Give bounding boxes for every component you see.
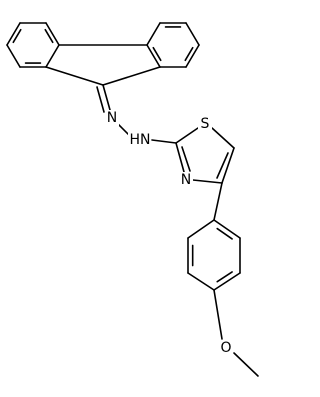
thiazole-s-bg	[198, 116, 212, 132]
phenyl-bond	[187, 219, 215, 239]
right-ring-bond	[185, 22, 200, 46]
fluorene-right-benzene-ring	[146, 22, 200, 68]
thiazole-n-bg	[179, 172, 193, 188]
thiazole-phenyl-bond	[213, 182, 223, 221]
thiazole-ring: SN	[151, 116, 235, 188]
s-c5-bond	[211, 127, 235, 149]
c9-right-bond	[102, 66, 161, 86]
nh-thiazole-bond	[151, 139, 177, 144]
left-ring-double-bond	[12, 28, 22, 44]
c2-s-bond	[175, 127, 199, 144]
thiazole-nitrogen-label: N	[181, 172, 191, 188]
right-ring-bond	[185, 44, 200, 68]
left-ring-bond	[45, 44, 60, 68]
phenyl-double-bond	[216, 271, 233, 283]
right-ring-double-bond	[152, 46, 162, 62]
right-ring-double-bond	[184, 46, 194, 62]
o-methyl-bond	[233, 352, 259, 377]
hydrazone-nh-label: HN	[130, 132, 151, 148]
n3-c2-bond	[175, 142, 185, 173]
aryl-o-bond	[213, 289, 223, 340]
fluorene-five-membered-ring	[45, 44, 161, 86]
ether-o-bg	[219, 340, 233, 356]
phenyl-bond	[213, 272, 241, 291]
left-ring-bond	[6, 44, 21, 68]
phenyl-bond	[187, 272, 215, 291]
methoxyphenyl-ring: O	[187, 182, 259, 377]
phenyl-bond	[213, 219, 241, 239]
c9-left-bond	[45, 66, 104, 86]
c5-c4-bond	[221, 147, 235, 184]
right-ring-bond	[146, 22, 161, 46]
c4-n3-bond	[192, 179, 223, 184]
fluorene-left-benzene-ring	[6, 22, 60, 68]
imine-n-bg	[105, 110, 119, 126]
right-ring-bond	[146, 44, 161, 68]
n3-c2-double-bond	[181, 146, 191, 172]
imine-nitrogen-label: N	[107, 110, 117, 126]
left-ring-double-bond	[44, 28, 54, 44]
left-ring-bond	[45, 22, 60, 46]
hydrazone-linker: N HN	[96, 84, 152, 148]
c-n-double-bond-inner	[96, 86, 105, 113]
c5-c4-double-bond	[216, 152, 229, 179]
hydrazone-nh-bg	[128, 132, 152, 148]
thiazole-sulfur-label: S	[201, 116, 210, 132]
ether-oxygen-label: O	[220, 340, 231, 356]
phenyl-double-bond	[216, 227, 233, 240]
c-n-double-bond	[102, 84, 111, 111]
left-ring-bond	[6, 22, 21, 46]
